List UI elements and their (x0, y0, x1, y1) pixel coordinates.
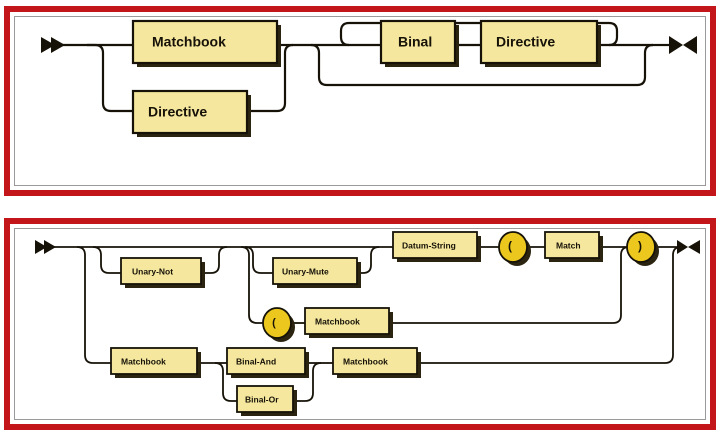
panel1-node-matchbook: Matchbook (131, 19, 281, 67)
panel2-node-match: Match (544, 231, 603, 262)
panel-1-canvas: Matchbook Directive Binal (14, 16, 706, 186)
panel1-end-arrow (669, 36, 697, 54)
panel2-node-datum-string: Datum-String (392, 231, 481, 262)
panel2-node-unary-not: Unary-Not (120, 257, 205, 288)
panel2-label-unary-mute: Unary-Mute (282, 266, 329, 276)
panel2-label-match: Match (556, 240, 581, 250)
panel2-node-matchbook-right: Matchbook (332, 347, 421, 378)
panel2-label-paren-open: ( (508, 239, 512, 253)
panel2-node-matchbook-left: Matchbook (110, 347, 201, 378)
panel2-end-arrow (677, 240, 700, 254)
panel2-node-binal-or: Binal-Or (236, 385, 297, 416)
panel2-label-binal-or: Binal-Or (245, 394, 279, 404)
panel-2-canvas: Unary-Not Unary-Mute Datum-String (14, 228, 706, 420)
panel-2-railroad: Unary-Not Unary-Mute Datum-String (35, 231, 700, 416)
panel2-node-paren-open: ( (498, 231, 531, 266)
panel-2-frame: Unary-Not Unary-Mute Datum-String (4, 218, 716, 430)
panel2-start-arrow (35, 240, 56, 254)
panel2-label-matchbook-left: Matchbook (121, 356, 166, 366)
panel2-label-matchbook-paren: Matchbook (315, 316, 360, 326)
panel1-label-directive: Directive (148, 104, 207, 120)
panel2-label-matchbook-right: Matchbook (343, 356, 388, 366)
panel1-node-directive: Directive (131, 89, 251, 137)
panel1-node-binal: Binal (379, 19, 459, 67)
panel2-label-binal-and: Binal-And (236, 356, 276, 366)
panel-1-frame: Matchbook Directive Binal (4, 6, 716, 196)
panel2-node-paren-close: ) (626, 231, 659, 266)
panel1-label-binal: Binal (398, 34, 432, 50)
panel2-node-unary-mute: Unary-Mute (272, 257, 361, 288)
panel1-label-directive-2: Directive (496, 34, 555, 50)
panel1-start-arrow (41, 37, 65, 53)
panel2-label-paren-open-2: ( (272, 317, 276, 329)
panel2-label-unary-not: Unary-Not (132, 266, 173, 276)
panel1-node-directive-2: Directive (479, 19, 601, 67)
panel1-label-matchbook: Matchbook (152, 34, 226, 50)
panel2-node-binal-and: Binal-And (226, 347, 309, 378)
panel2-node-paren-open-2: ( (262, 307, 295, 342)
panel2-label-paren-close: ) (638, 239, 642, 253)
panel2-label-datum-string: Datum-String (402, 240, 456, 250)
panel-1-railroad: Matchbook Directive Binal (41, 19, 697, 137)
panel2-node-matchbook-paren: Matchbook (304, 307, 393, 338)
